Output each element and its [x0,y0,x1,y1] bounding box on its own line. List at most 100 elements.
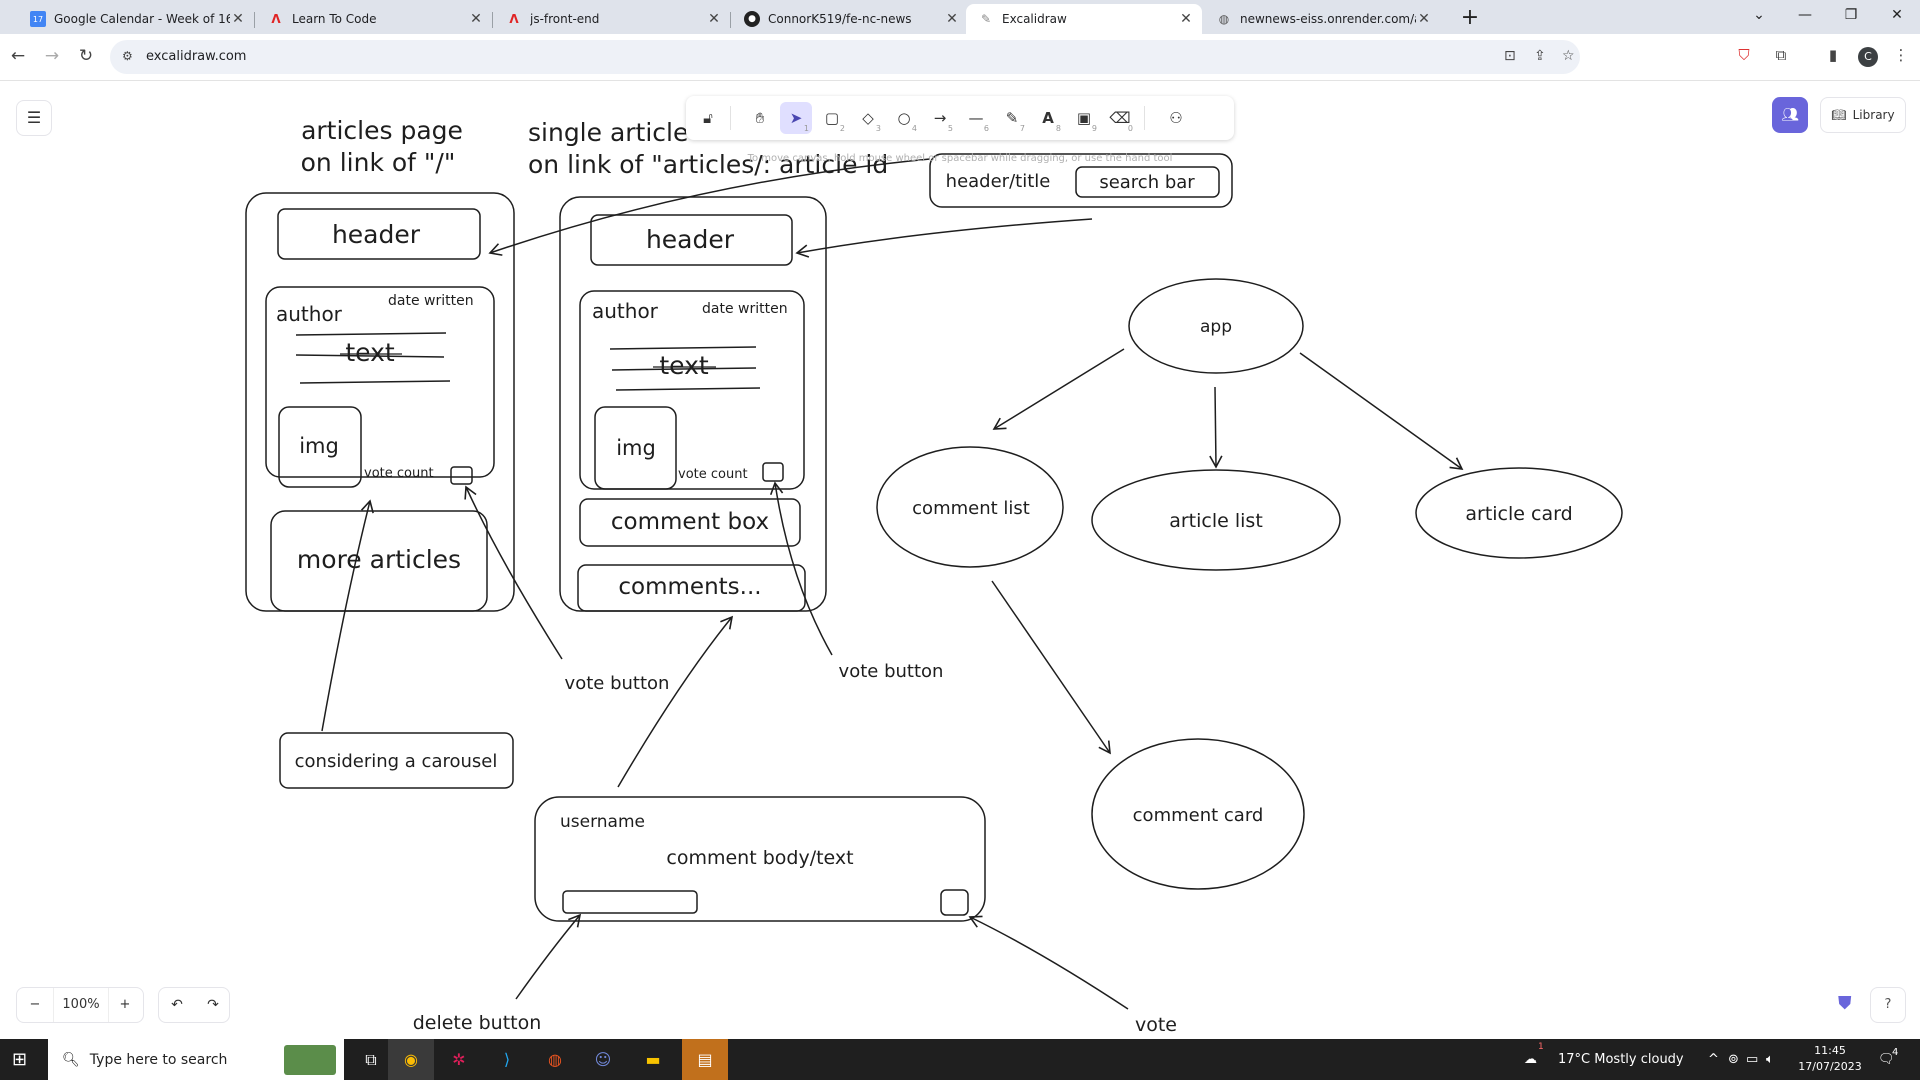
draw-tool[interactable]: ✎7 [1005,109,1025,133]
pointer-icon: ➤ [789,109,803,127]
restore-icon[interactable]: ❐ [1844,7,1858,23]
windows-start-icon[interactable]: ⊞ [12,1049,28,1070]
extra-tools[interactable]: ⚇ [1160,102,1192,134]
zoom-out-button[interactable]: − [29,997,41,1012]
close-tab-icon[interactable]: ✕ [232,11,244,27]
forward-icon[interactable]: → [44,46,60,66]
excalidraw-canvas[interactable]: articles page on link of "/" single arti… [0,81,1920,1039]
whiteboard-drawing[interactable]: articles page on link of "/" single arti… [0,81,1920,1039]
search-bar-box [1075,166,1220,198]
sticky-app-icon[interactable]: ▤ [682,1039,728,1080]
tab-newnews[interactable]: ◍ newnews-eiss.onrender.com/a ✕ [1204,4,1440,34]
browser-menu-icon[interactable]: ⋮ [1893,46,1909,64]
extension-shield-icon[interactable]: ⛉ [1738,46,1750,64]
text-label: text [659,351,709,380]
globe-icon: ◍ [1218,12,1230,26]
reload-icon[interactable]: ↻ [78,46,94,66]
ubuntu-icon[interactable]: ◍ [548,1050,562,1069]
line-tool[interactable]: —6 [968,109,990,133]
hand-tool[interactable]: ✋︎ [744,102,776,134]
comment-list-ellipse [876,446,1064,568]
minimize-icon[interactable]: — [1798,7,1812,23]
help-button[interactable]: ? [1870,987,1906,1023]
file-explorer-icon[interactable]: ▬ [645,1050,661,1069]
tray-expand-icon[interactable]: ^ [1708,1052,1719,1067]
task-view-icon[interactable]: ⧉ [365,1050,377,1069]
vote-count-box [762,462,784,482]
single-article-title: single article [528,118,688,147]
close-tab-icon[interactable]: ✕ [708,11,720,27]
taskbar-clock[interactable]: 11:45 17/07/2023 [1790,1043,1870,1075]
author-label: author [592,299,659,323]
text-line [295,332,447,336]
selection-tool[interactable]: ➤1 [780,102,812,134]
discord-icon[interactable]: ☺ [594,1050,612,1069]
search-icon: 🔍︎ [62,1051,80,1068]
site-info-icon[interactable]: ⚙ [122,49,133,63]
github-icon: ● [744,11,760,27]
slack-icon[interactable]: ✲ [452,1050,466,1069]
arrow-tool[interactable]: →5 [933,109,953,133]
tab-learn-to-code[interactable]: Λ Learn To Code ✕ [256,4,492,34]
encryption-shield-icon[interactable]: ⛊ [1838,993,1852,1014]
hand-icon: ✋︎ [755,109,765,127]
tab-google-calendar[interactable]: 17 Google Calendar - Week of 16 ✕ [18,4,254,34]
close-tab-icon[interactable]: ✕ [1180,11,1192,27]
tab-search-icon[interactable]: ⌄ [1753,7,1765,23]
taskbar-search[interactable]: 🔍︎ Type here to search [48,1039,344,1080]
main-menu-button[interactable]: ☰ [16,100,52,136]
text-line [615,387,761,391]
tab-js-front-end[interactable]: Λ js-front-end ✕ [494,4,730,34]
ellipse-icon: ○ [897,109,911,127]
back-icon[interactable]: ← [10,46,26,66]
arrow-vote-button-1 [464,485,563,660]
eraser-tool[interactable]: ⌫0 [1109,109,1133,133]
weather-icon[interactable]: ☁ [1524,1052,1537,1067]
article-card-box [579,290,805,490]
omnibox[interactable]: ⚙ excalidraw.com ⊡ ⇪ ☆ [110,40,1580,74]
image-tool[interactable]: ▣9 [1076,109,1097,133]
chrome-icon[interactable]: ◉ [388,1039,434,1080]
weather-badge: 1 [1538,1042,1544,1052]
close-tab-icon[interactable]: ✕ [946,11,958,27]
profile-avatar[interactable]: C [1858,47,1878,67]
zoom-controls: − 100% + [16,987,144,1023]
zoom-in-button[interactable]: + [119,997,131,1012]
new-tab-button[interactable]: + [1460,5,1480,30]
lock-tool[interactable]: 🔓︎ [692,102,724,134]
vote-button-box [940,889,969,916]
diamond-tool[interactable]: ◇3 [862,109,881,133]
volume-icon[interactable]: 🔈︎ [1766,1052,1774,1067]
close-window-icon[interactable]: ✕ [1891,7,1903,23]
tab-github[interactable]: ● ConnorK519/fe-nc-news ✕ [732,4,968,34]
notifications-icon[interactable]: 🗨︎ [1878,1052,1895,1067]
shapes-icon: ⚇ [1169,109,1183,127]
collaboration-button[interactable]: 👥︎ [1772,97,1808,133]
share-icon[interactable]: ⇪ [1534,48,1546,64]
carousel-note-box [279,732,514,789]
bookmark-star-icon[interactable]: ☆ [1562,48,1575,64]
zoom-level[interactable]: 100% [53,988,109,1022]
library-button[interactable]: 📖︎ Library [1820,97,1906,133]
ellipse-tool[interactable]: ○4 [897,109,917,133]
weather-text[interactable]: 17°C Mostly cloudy [1558,1052,1684,1067]
header-label: header [332,220,421,249]
close-tab-icon[interactable]: ✕ [470,11,482,27]
toolbar-divider [730,106,731,130]
hamburger-icon: ☰ [26,108,42,127]
comment-card-frame [534,796,986,922]
meet-now-icon[interactable]: ⊚ [1728,1052,1739,1067]
tab-excalidraw[interactable]: ✎ Excalidraw ✕ [966,4,1202,34]
rectangle-tool[interactable]: ▢2 [824,109,845,133]
article-list-label: article list [1169,510,1263,532]
network-icon[interactable]: ▭ [1746,1052,1759,1067]
undo-icon[interactable]: ↶ [171,997,183,1013]
side-panel-icon[interactable]: ▮ [1828,46,1838,64]
extensions-puzzle-icon[interactable]: ⧉ [1775,46,1787,64]
close-tab-icon[interactable]: ✕ [1418,11,1430,27]
redo-icon[interactable]: ↷ [207,997,219,1013]
taskbar-search-placeholder: Type here to search [89,1051,228,1068]
install-app-icon[interactable]: ⊡ [1504,48,1516,64]
vscode-icon[interactable]: ⟩ [503,1050,511,1069]
